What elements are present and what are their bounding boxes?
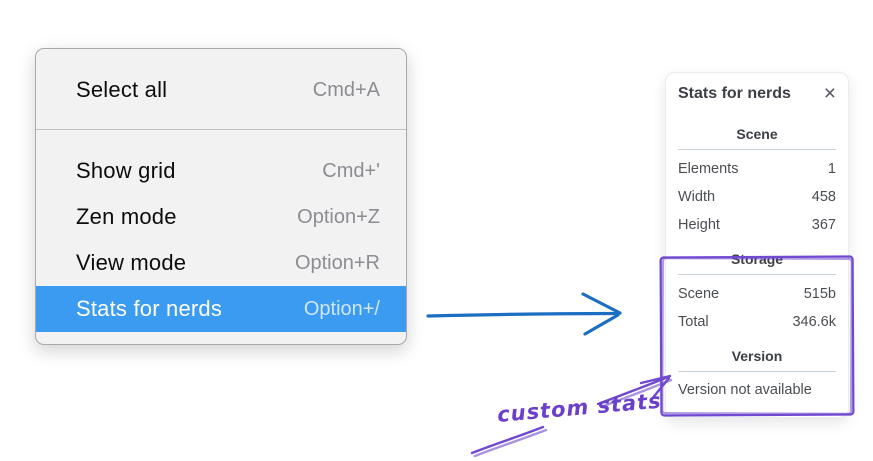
stat-row-total-storage: Total 346.6k [678,308,836,336]
section-storage: Storage Scene 515b Total 346.6k [678,251,836,336]
stat-row-height: Height 367 [678,211,836,239]
stat-label: Scene [678,286,720,302]
menu-item-label: Stats for nerds [76,296,223,321]
version-note: Version not available [678,382,812,398]
menu-item-label: View mode [76,250,187,275]
menu-item-shortcut: Option+/ [303,297,380,320]
menu-separator [36,129,406,130]
menu-item-shortcut: Option+Z [297,205,380,228]
menu-item-shortcut: Cmd+A [312,78,380,101]
menu-item-show-grid[interactable]: Show grid Cmd+' [36,148,406,194]
section-version: Version Version not available [678,348,836,403]
stats-panel-title: Stats for nerds [678,85,791,102]
section-heading: Scene [736,126,778,142]
stat-row-width: Width 458 [678,183,836,211]
menu-item-label: Zen mode [76,204,177,229]
menu-item-shortcut: Cmd+' [322,159,380,182]
stat-label: Elements [678,161,739,177]
section-heading: Storage [730,251,784,267]
stat-value: 515b [803,286,836,302]
divider [678,371,836,372]
stat-row-scene-storage: Scene 515b [678,280,836,308]
close-icon[interactable]: × [823,82,836,105]
stat-label: Height [678,217,720,233]
section-scene: Scene Elements 1 Width 458 Height 367 [678,126,836,239]
custom-stats-label: custom stats [496,388,663,427]
stat-label: Width [678,189,716,205]
menu-item-view-mode[interactable]: View mode Option+R [36,240,406,286]
stat-label: Total [678,314,709,330]
stat-value: 1 [827,161,836,177]
stat-value: 346.6k [792,314,836,330]
menu-item-select-all[interactable]: Select all Cmd+A [36,67,406,113]
stat-value: 367 [811,217,836,233]
divider [678,274,836,275]
stats-panel-header: Stats for nerds × [678,82,836,105]
menu-item-shortcut: Option+R [294,251,380,274]
context-menu: Select all Cmd+A Show grid Cmd+' Zen mod… [35,48,407,345]
stat-row-elements: Elements 1 [678,155,836,183]
stat-value: 458 [811,189,836,205]
section-heading: Version [731,348,783,364]
menu-item-label: Select all [76,77,168,102]
menu-item-label: Show grid [76,158,176,183]
blue-arrow [426,292,622,336]
stats-panel: Stats for nerds × Scene Elements 1 Width… [665,72,849,418]
divider [678,149,836,150]
menu-item-zen-mode[interactable]: Zen mode Option+Z [36,194,406,240]
menu-item-stats-for-nerds[interactable]: Stats for nerds Option+/ [36,286,406,332]
